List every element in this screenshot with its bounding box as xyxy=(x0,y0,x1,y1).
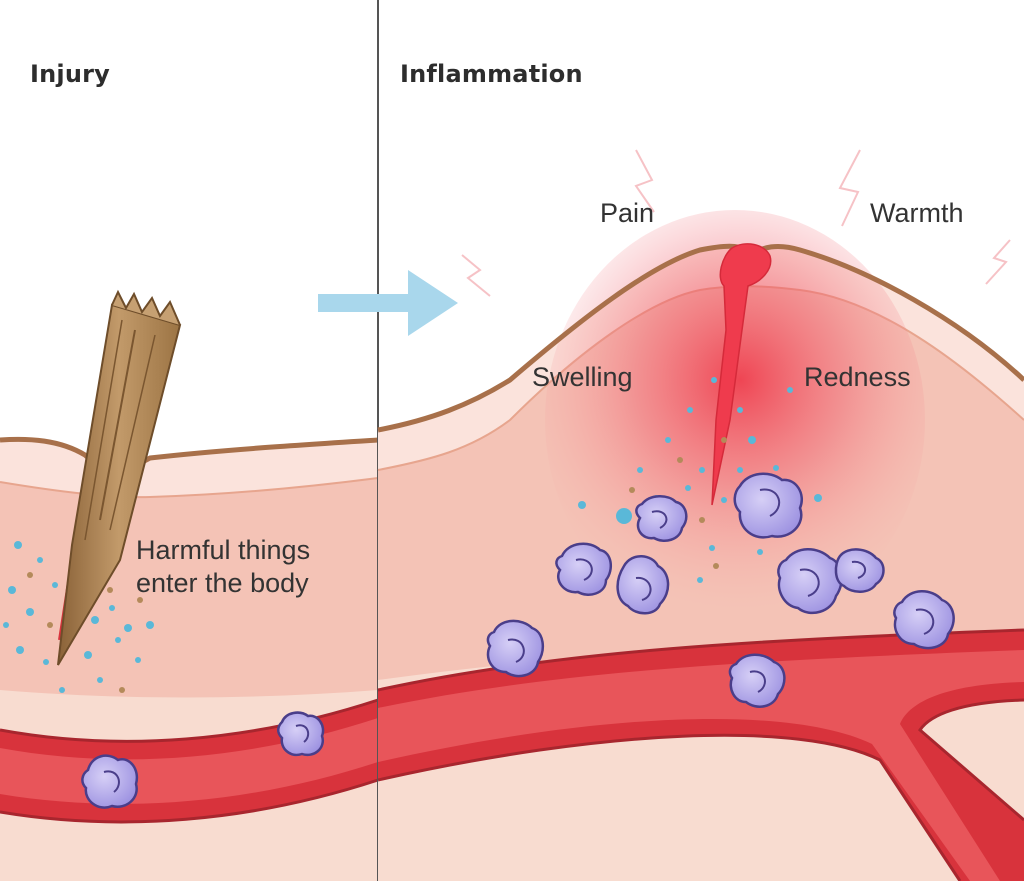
swelling-label: Swelling xyxy=(532,362,633,392)
left-particles xyxy=(3,541,154,693)
pain-label: Pain xyxy=(600,198,655,228)
left-dermis-line xyxy=(0,477,379,499)
right-cell-4 xyxy=(616,555,670,615)
redness-label: Redness xyxy=(804,362,911,392)
warmth-label: Warmth xyxy=(870,198,964,228)
inflammation-panel-art xyxy=(377,149,1024,881)
right-cell-8 xyxy=(486,619,545,678)
injury-panel-art xyxy=(0,289,379,881)
right-cell-7 xyxy=(893,590,955,650)
right-cell-3 xyxy=(555,542,613,596)
injury-caption: Harmful things enter the body xyxy=(136,535,311,598)
right-cell-9 xyxy=(728,653,786,708)
right-skin-outline xyxy=(377,243,1024,433)
right-cell-5 xyxy=(777,548,843,615)
injury-heading: Injury xyxy=(30,60,111,88)
left-cell-2 xyxy=(277,711,325,757)
pain-spark-icon xyxy=(461,149,1011,297)
right-cell-2 xyxy=(635,495,688,542)
right-cell-6 xyxy=(834,548,885,593)
inflammation-heading: Inflammation xyxy=(400,60,583,88)
splinter-icon xyxy=(57,289,182,666)
wound xyxy=(711,243,772,506)
white-blood-cell-icon xyxy=(733,472,803,539)
right-arrow-icon xyxy=(318,270,458,336)
left-cell-1 xyxy=(81,754,139,809)
